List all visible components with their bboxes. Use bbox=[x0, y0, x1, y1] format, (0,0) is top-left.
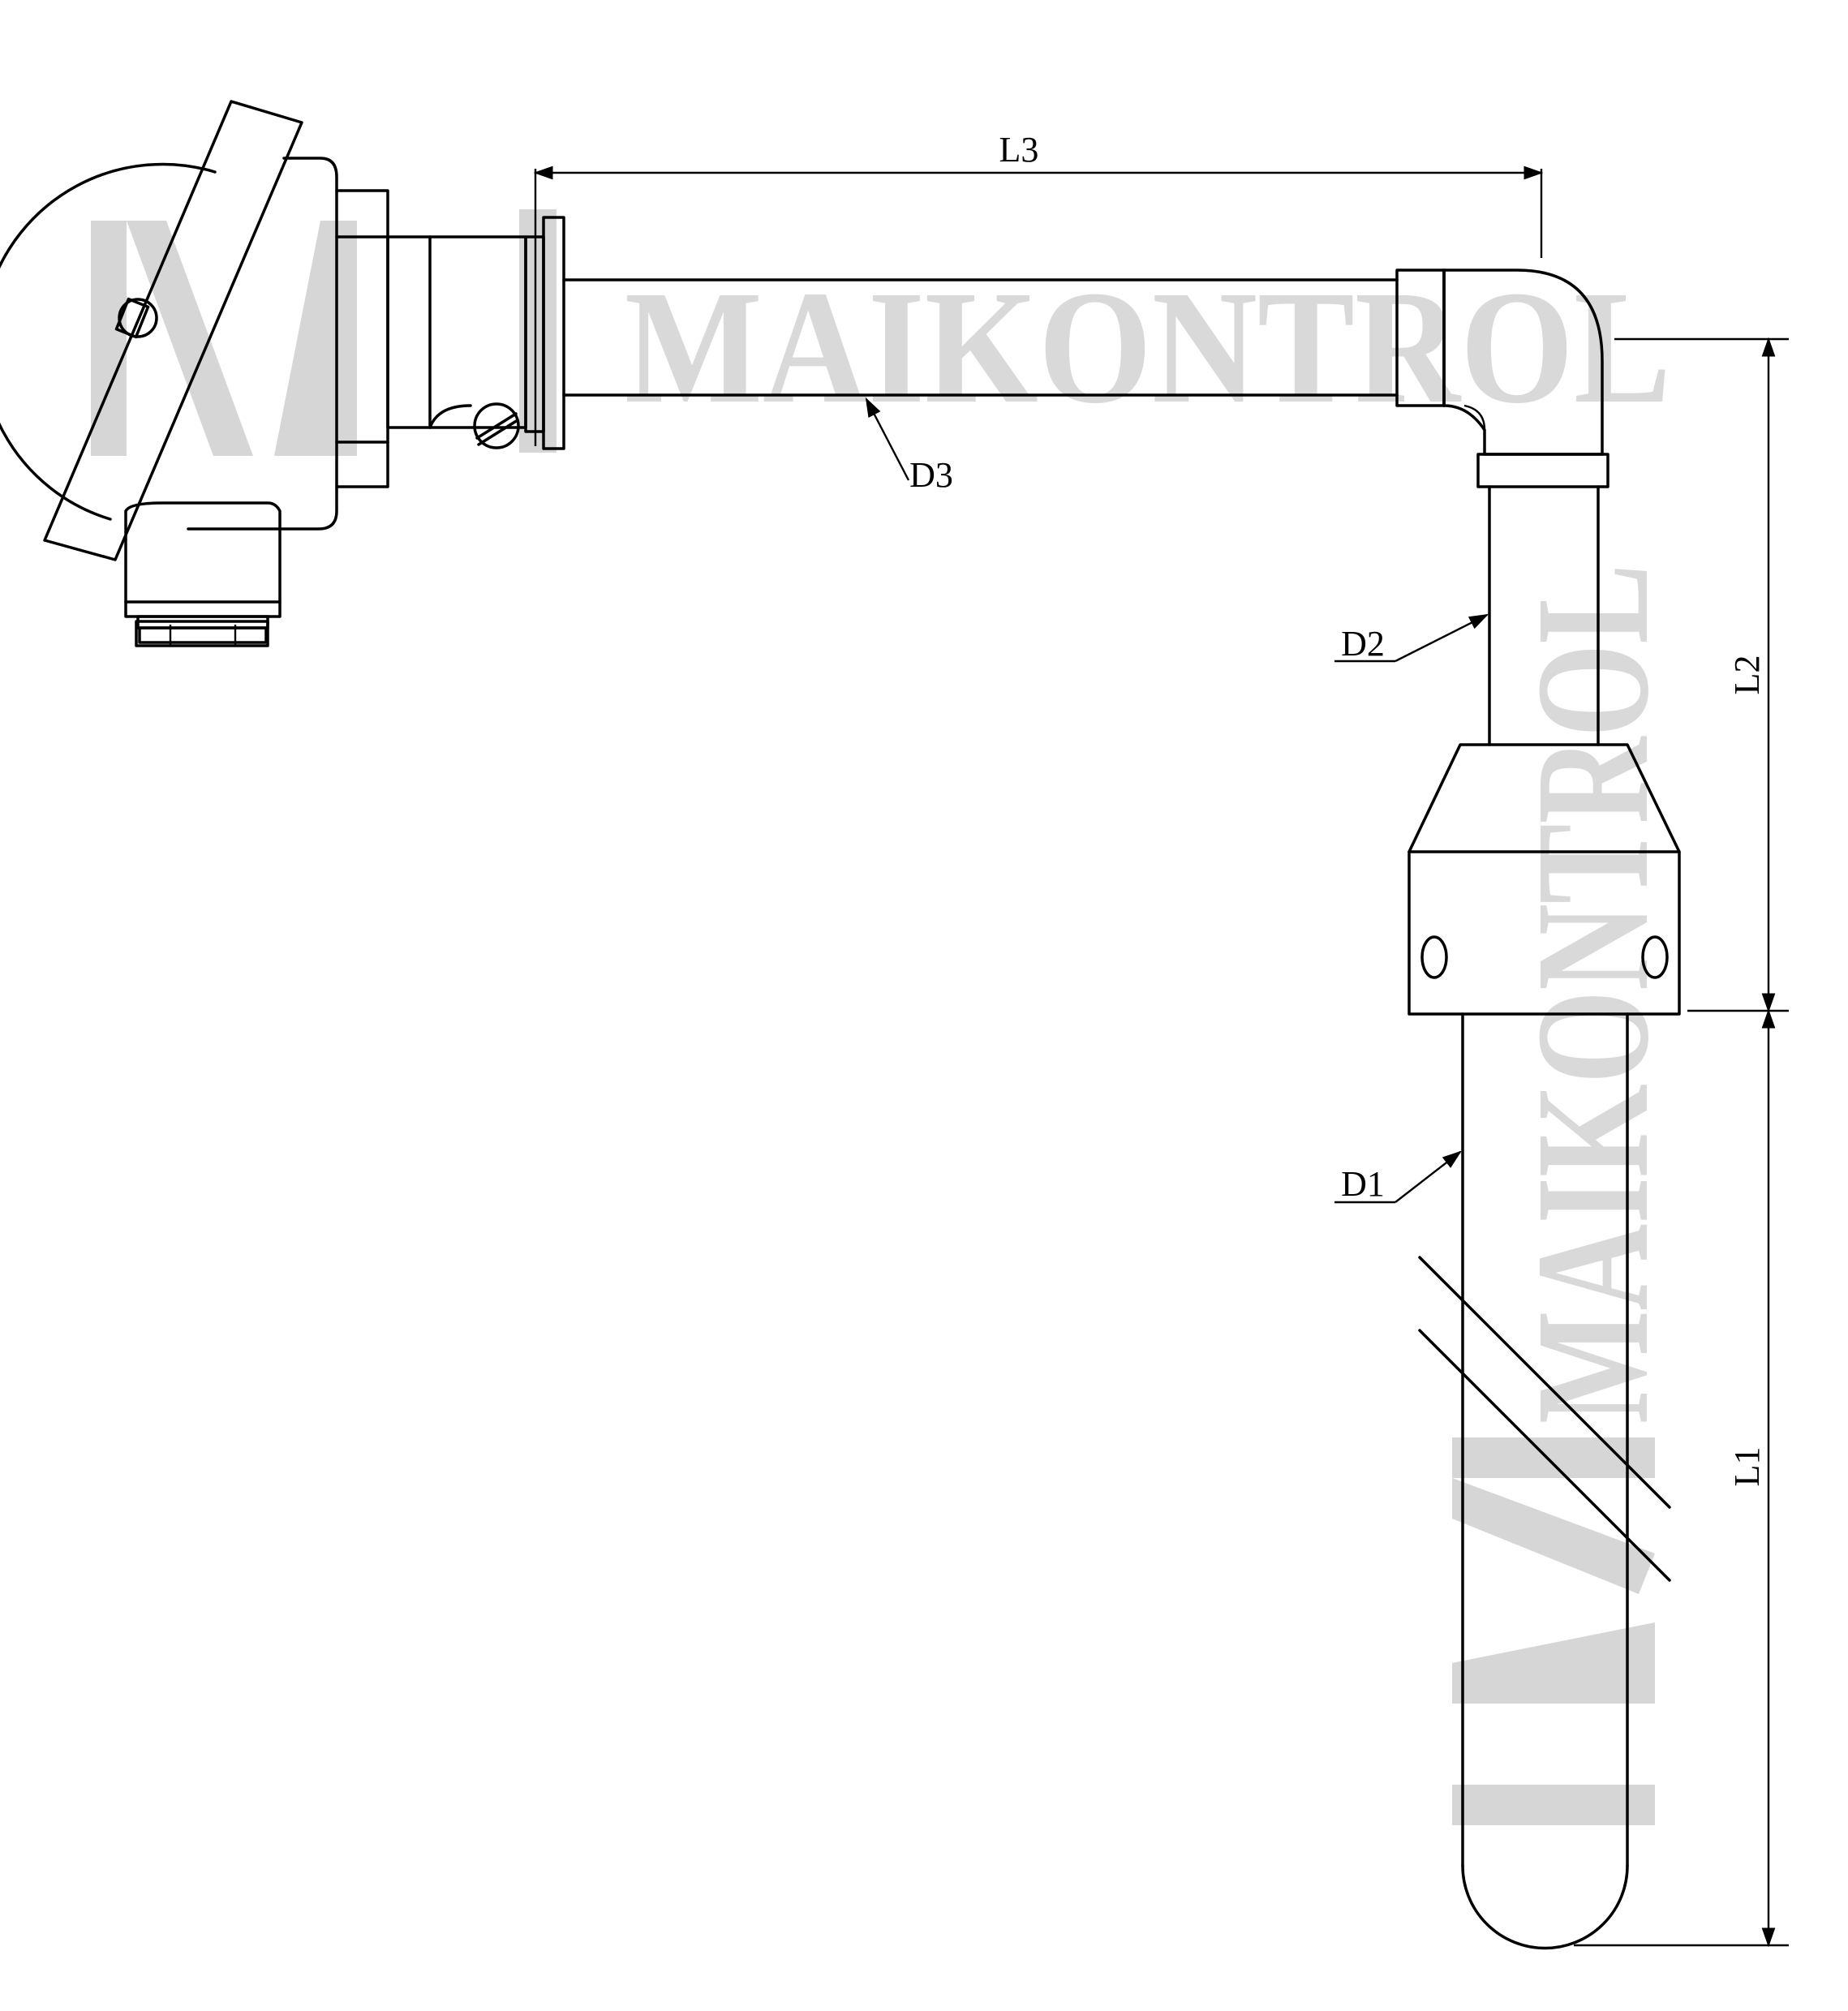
break-line-upper bbox=[1418, 1256, 1671, 1509]
cable-gland bbox=[124, 501, 281, 647]
watermark-text-horizontal: MAIKONTROL bbox=[625, 258, 1671, 437]
dimension-l1: L1 bbox=[1574, 1008, 1789, 1948]
fitting-hole-right-icon bbox=[1641, 935, 1669, 979]
dimension-label-l1: L1 bbox=[1727, 1447, 1767, 1487]
break-line-lower bbox=[1418, 1329, 1671, 1582]
horizontal-tube bbox=[562, 278, 1399, 397]
fitting-hole-left-icon bbox=[1420, 935, 1448, 979]
dimension-label-l3: L3 bbox=[999, 130, 1039, 170]
leader-d3: D3 bbox=[865, 397, 953, 495]
dimension-l3: L3 bbox=[533, 130, 1544, 446]
leader-d2: D2 bbox=[1334, 613, 1489, 664]
mounting-fitting bbox=[1407, 743, 1681, 1016]
probe-sheath bbox=[1418, 1012, 1671, 1950]
watermark-logo-horizontal bbox=[91, 209, 557, 456]
watermark: MAIKONTROL MAIKONTROL bbox=[91, 209, 1683, 1825]
dimension-l2: L2 bbox=[1614, 337, 1789, 1013]
diameter-label-d1: D1 bbox=[1341, 1164, 1385, 1204]
watermark-text-vertical: MAIKONTROL bbox=[1503, 564, 1683, 1424]
watermark-logo-vertical bbox=[1452, 1437, 1655, 1825]
dimension-label-l2: L2 bbox=[1727, 655, 1767, 695]
upper-vertical-tube bbox=[1488, 485, 1600, 746]
clamp-screw-icon bbox=[428, 402, 520, 449]
diameter-label-d2: D2 bbox=[1341, 624, 1385, 664]
elbow-fitting bbox=[1395, 269, 1609, 488]
diameter-label-d3: D3 bbox=[909, 455, 953, 495]
connection-head bbox=[0, 100, 565, 647]
leader-d1: D1 bbox=[1334, 1150, 1462, 1204]
